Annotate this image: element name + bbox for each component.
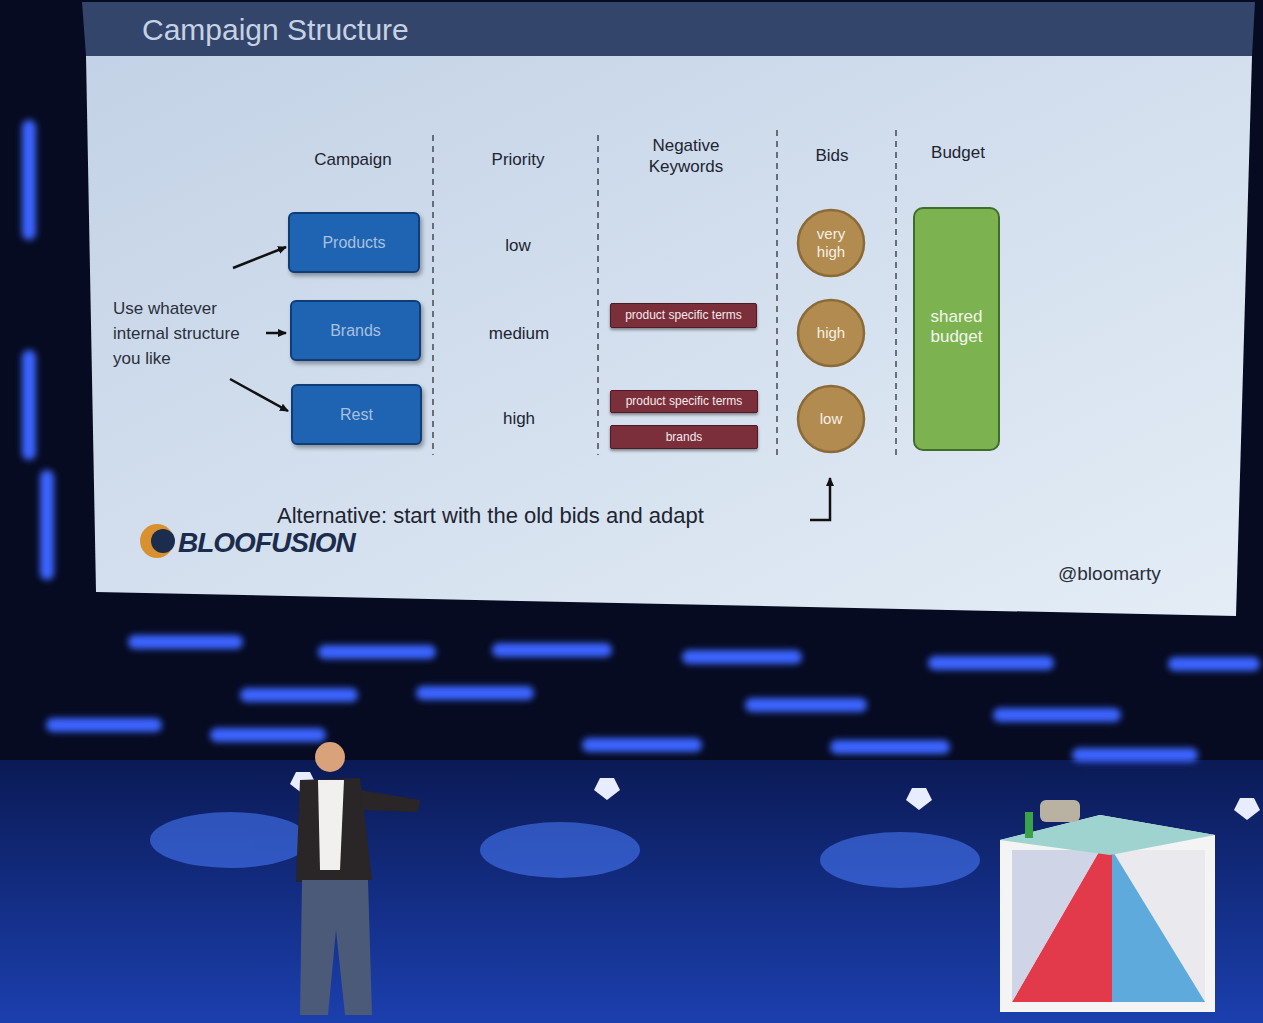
column-header: Campaign: [293, 149, 413, 170]
node-text: shared budget: [922, 307, 992, 348]
circle-shape: [798, 300, 864, 366]
node-text: very high: [803, 225, 859, 261]
bid-circle: low: [796, 384, 866, 454]
bid-circle: high: [796, 298, 866, 368]
dashed-column-dividers: [433, 130, 896, 455]
node-text: product specific terms: [626, 394, 743, 408]
node-text: Brands: [330, 321, 381, 340]
logo-text: BLOOFUSION: [178, 525, 355, 560]
node-text: brands: [666, 430, 703, 444]
budget-box: shared budget: [913, 207, 1000, 451]
negative-keyword-tag: product specific terms: [610, 303, 757, 328]
bloofusion-logo-mark: [140, 524, 175, 558]
twitter-handle: @bloomarty: [1058, 562, 1161, 586]
priority-value: medium: [459, 323, 579, 344]
floor-lamps: [290, 772, 1260, 820]
circle-shape: [798, 210, 864, 276]
presenter-cube: [1000, 800, 1215, 1012]
negative-keyword-tag: brands: [610, 425, 758, 449]
negative-keyword-tag: product specific terms: [610, 390, 758, 413]
slide-title: Campaign Structure: [142, 13, 409, 47]
floor-light-spots: [150, 812, 980, 888]
footnote: Alternative: start with the old bids and…: [277, 502, 704, 530]
circle-shape: [798, 386, 864, 452]
node-text: Products: [322, 233, 385, 252]
screen-top-band: [82, 2, 1255, 56]
column-header: Negative Keywords: [626, 135, 746, 178]
campaign-box: Brands: [290, 300, 421, 361]
node-text: product specific terms: [625, 308, 742, 322]
node-text: high: [803, 324, 859, 342]
node-text: low: [803, 410, 859, 428]
column-header: Bids: [782, 145, 882, 166]
priority-value: low: [468, 235, 568, 256]
callout-arrows: [230, 247, 830, 520]
led-bars: [22, 120, 1260, 762]
stage-floor: [0, 760, 1263, 1023]
bid-circle: very high: [796, 208, 866, 278]
slide-screen: [86, 56, 1252, 616]
column-header: Priority: [458, 149, 578, 170]
priority-value: high: [469, 408, 569, 429]
speaker-figure: [296, 742, 420, 1015]
column-header: Budget: [903, 142, 1013, 163]
campaign-box: Products: [288, 212, 420, 273]
node-text: Rest: [340, 405, 373, 424]
callout-note: Use whatever internal structure you like: [113, 297, 268, 372]
campaign-box: Rest: [291, 384, 422, 445]
